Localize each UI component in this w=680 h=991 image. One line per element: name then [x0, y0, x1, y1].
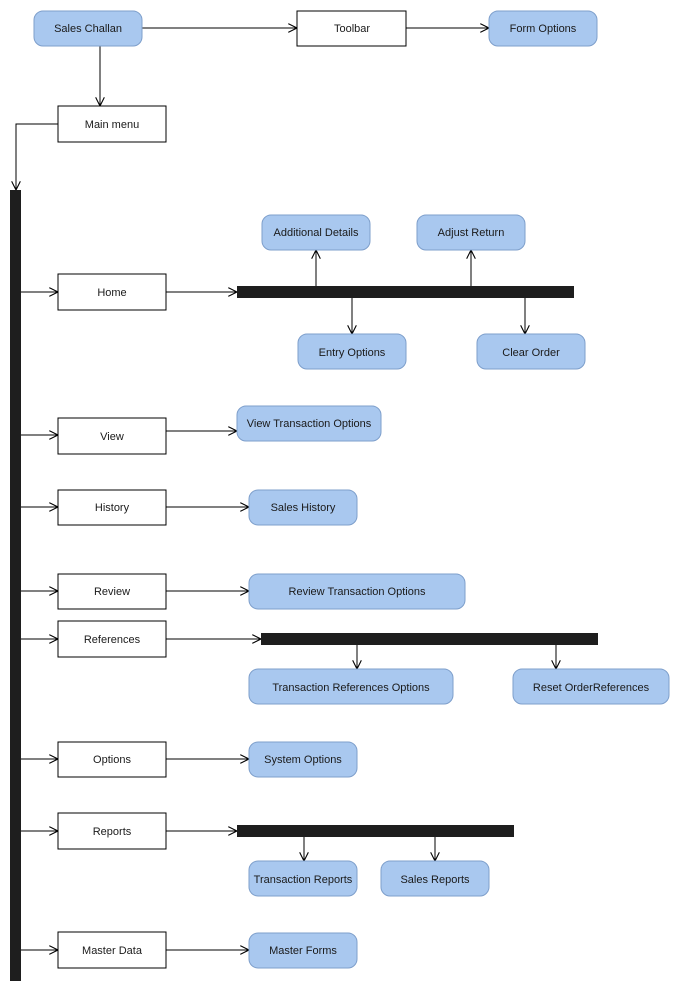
toolbar-label: Toolbar — [334, 23, 370, 35]
clear-order-node: Clear Order — [476, 333, 586, 370]
reports-box: Reports — [57, 812, 167, 850]
history-label: History — [95, 502, 130, 514]
sales-history-label: Sales History — [271, 502, 336, 514]
options-label: Options — [93, 754, 131, 766]
references-fork-bar — [261, 633, 598, 645]
clear-order-label: Clear Order — [502, 347, 560, 359]
references-label: References — [84, 634, 141, 646]
entry-options-node: Entry Options — [297, 333, 407, 370]
review-box: Review — [57, 573, 167, 610]
transaction-references-options-label: Transaction References Options — [272, 682, 430, 694]
reset-order-references-label: Reset OrderReferences — [533, 682, 650, 694]
arrow-main-menu-to-bar — [16, 123, 58, 190]
master-data-label: Master Data — [82, 945, 143, 957]
system-options-node: System Options — [248, 741, 358, 778]
form-options-node: Form Options — [488, 10, 598, 47]
adjust-return-node: Adjust Return — [416, 214, 526, 251]
transaction-reports-node: Transaction Reports — [248, 860, 358, 897]
additional-details-label: Additional Details — [274, 227, 359, 239]
main-menu-vertical-bar — [10, 190, 21, 981]
form-options-label: Form Options — [510, 23, 577, 35]
toolbar-box: Toolbar — [296, 10, 407, 47]
main-menu-box: Main menu — [57, 105, 167, 143]
view-label: View — [100, 431, 124, 443]
review-transaction-options-label: Review Transaction Options — [289, 586, 426, 598]
reports-label: Reports — [93, 826, 132, 838]
home-box: Home — [57, 273, 167, 311]
transaction-reports-label: Transaction Reports — [254, 874, 353, 886]
transaction-references-options-node: Transaction References Options — [248, 668, 454, 705]
reports-fork-bar — [237, 825, 514, 837]
additional-details-node: Additional Details — [261, 214, 371, 251]
view-transaction-options-label: View Transaction Options — [247, 418, 372, 430]
sales-reports-node: Sales Reports — [380, 860, 490, 897]
sales-history-node: Sales History — [248, 489, 358, 526]
master-forms-label: Master Forms — [269, 945, 337, 957]
home-fork-bar — [237, 286, 574, 298]
options-box: Options — [57, 741, 167, 778]
view-box: View — [57, 417, 167, 455]
main-menu-label: Main menu — [85, 119, 139, 131]
home-label: Home — [97, 287, 126, 299]
history-box: History — [57, 489, 167, 526]
review-transaction-options-node: Review Transaction Options — [248, 573, 466, 610]
review-label: Review — [94, 586, 130, 598]
adjust-return-label: Adjust Return — [438, 227, 505, 239]
system-options-label: System Options — [264, 754, 342, 766]
reset-order-references-node: Reset OrderReferences — [512, 668, 670, 705]
master-forms-node: Master Forms — [248, 932, 358, 969]
sales-challan-label: Sales Challan — [54, 23, 122, 35]
sales-reports-label: Sales Reports — [400, 874, 470, 886]
master-data-box: Master Data — [57, 931, 167, 969]
view-transaction-options-node: View Transaction Options — [236, 405, 382, 442]
sales-challan-node: Sales Challan — [33, 10, 143, 47]
connectors — [16, 28, 556, 950]
references-box: References — [57, 620, 167, 658]
entry-options-label: Entry Options — [319, 347, 386, 359]
